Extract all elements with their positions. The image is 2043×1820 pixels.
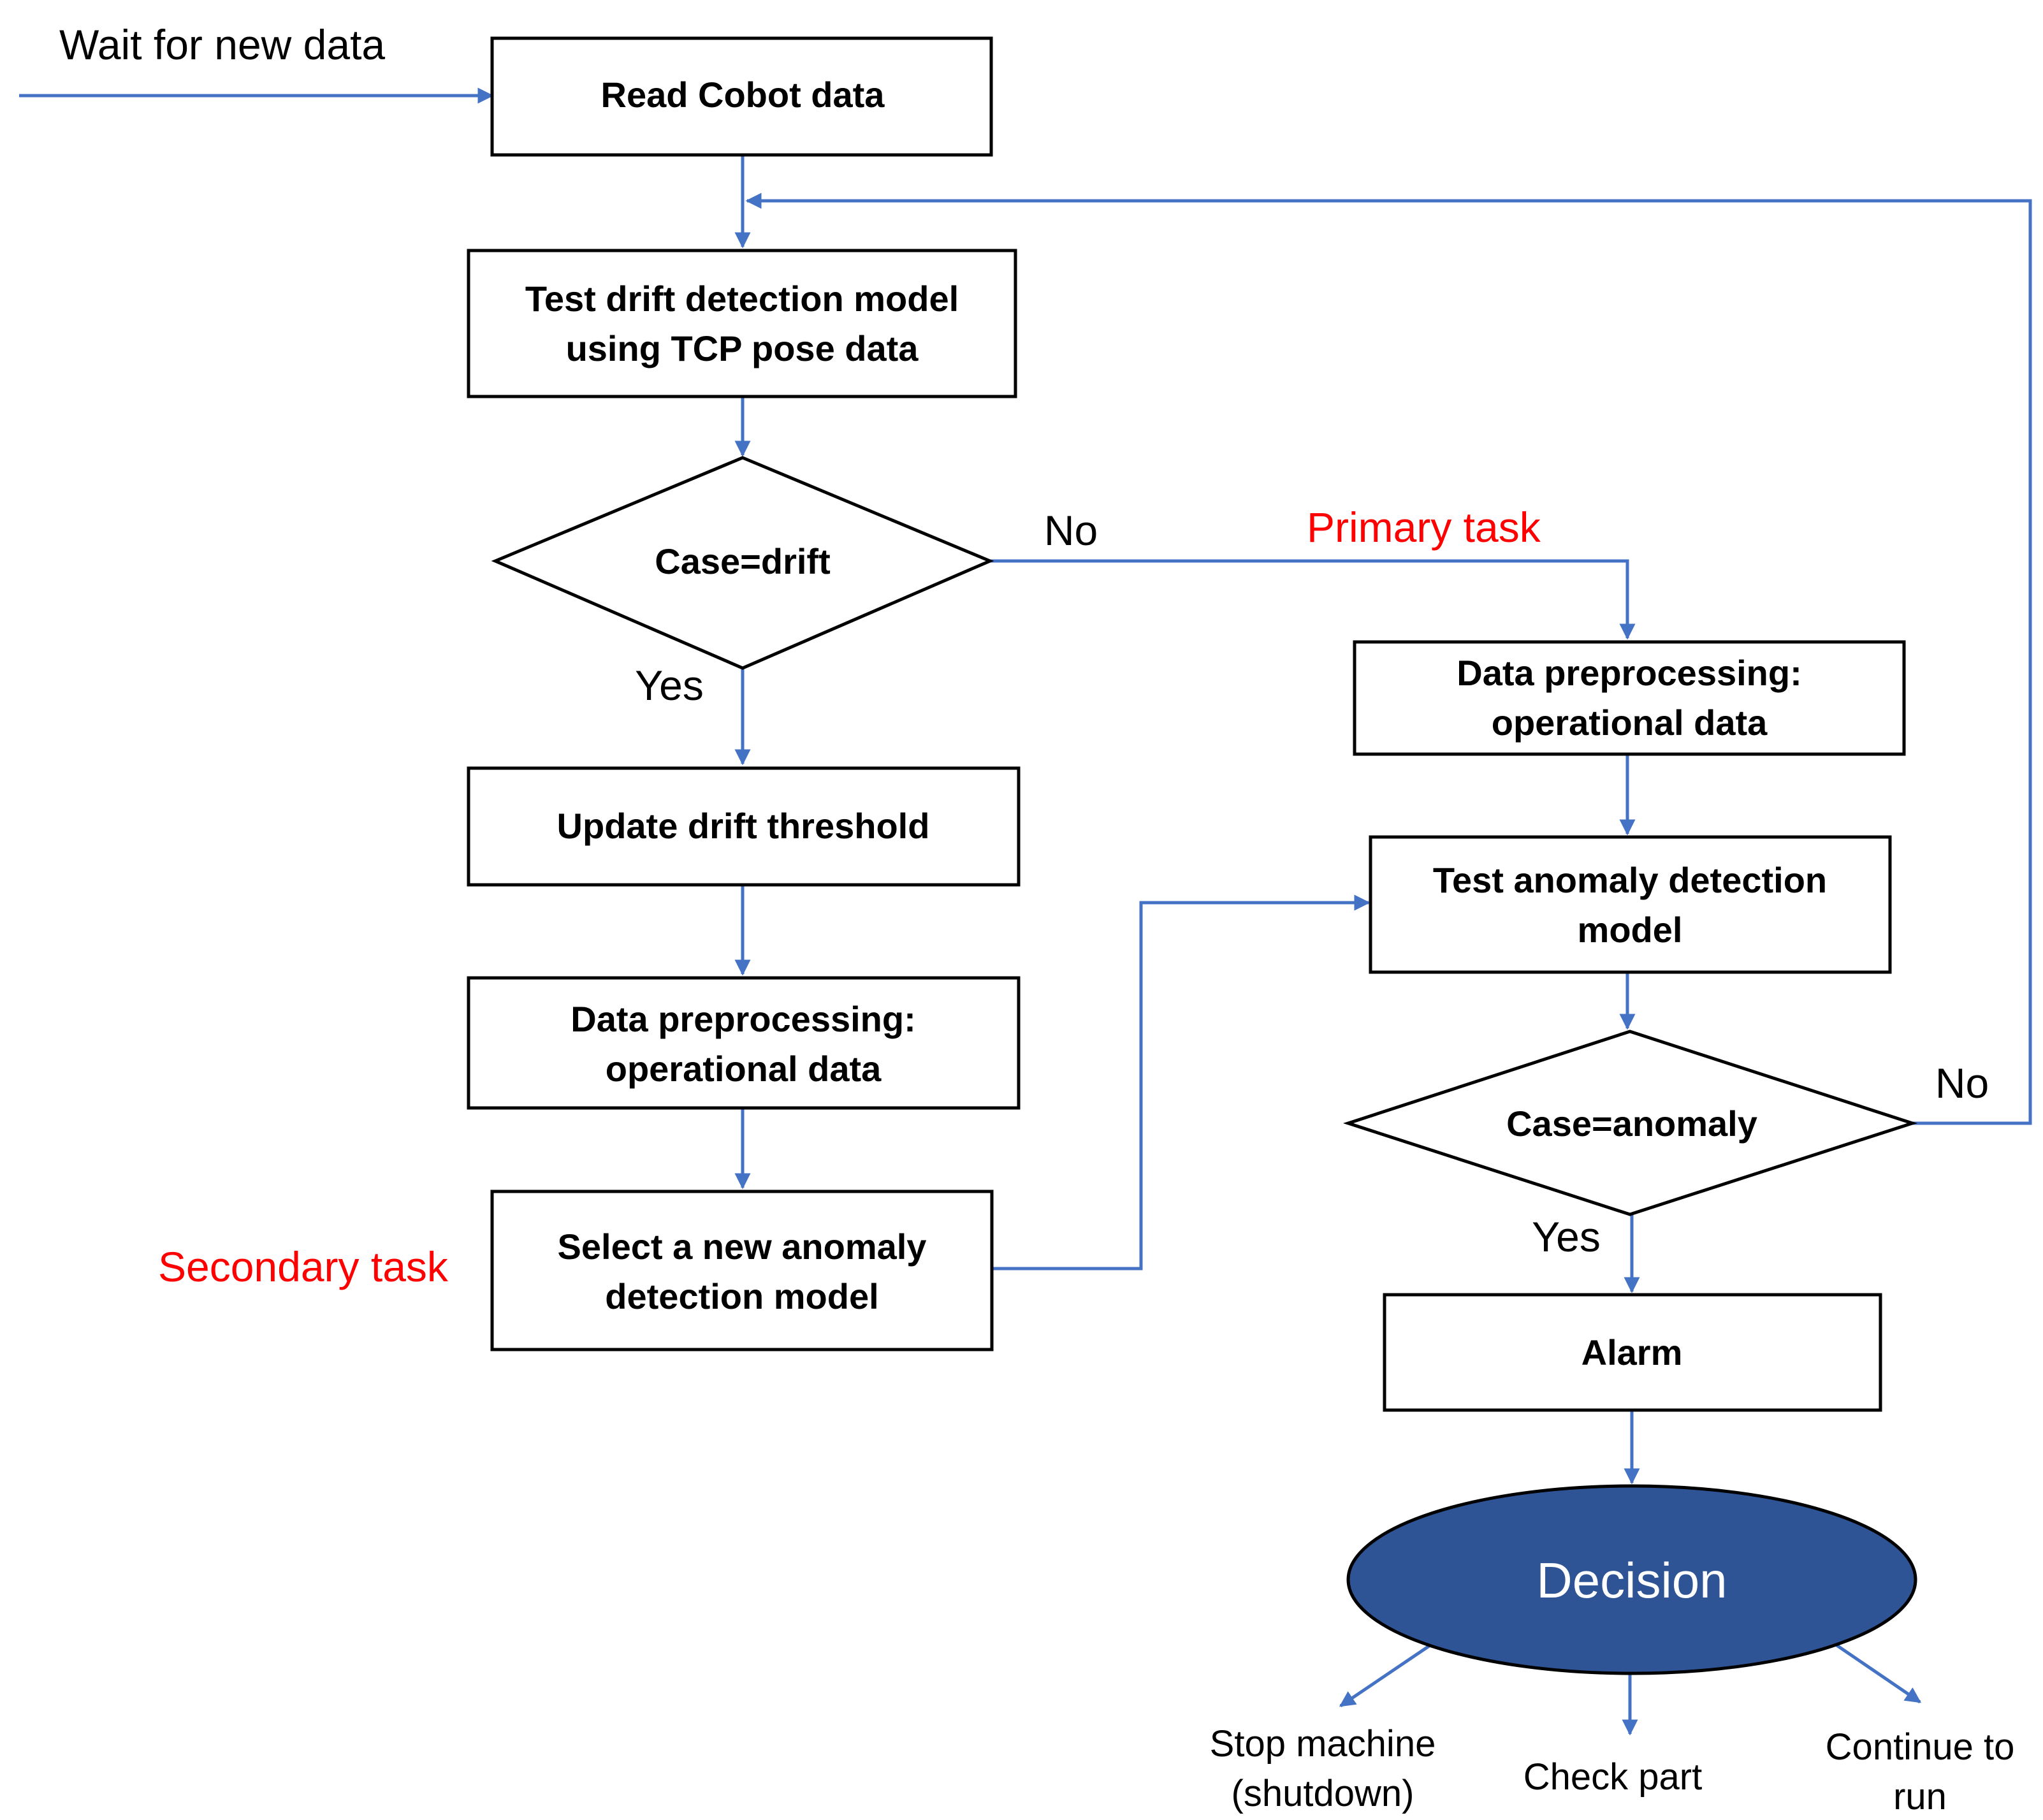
node-decision-label: Decision xyxy=(1536,1552,1727,1608)
node-update-drift-threshold-label: Update drift threshold xyxy=(557,806,930,846)
node-read-cobot-data-label: Read Cobot data xyxy=(601,75,885,115)
outcome-check-part: Check part xyxy=(1523,1756,1702,1798)
node-test-drift-line1: Test drift detection model xyxy=(525,279,959,319)
edge-decision-to-continue xyxy=(1835,1643,1922,1704)
node-preprocess-right-line2: operational data xyxy=(1492,703,1768,743)
anomaly-no-label: No xyxy=(1935,1059,1989,1107)
outcome-continue-line1: Continue to xyxy=(1826,1726,2015,1768)
entry-label: Wait for new data xyxy=(59,21,385,68)
node-case-drift-label: Case=drift xyxy=(655,541,830,581)
node-case-drift: Case=drift xyxy=(491,456,994,670)
node-case-anomaly: Case=anomaly xyxy=(1342,1030,1918,1216)
node-preprocess-right-line1: Data preprocessing: xyxy=(1457,653,1802,693)
node-preprocess-left-line1: Data preprocessing: xyxy=(571,999,916,1039)
node-select-new-model-line2: detection model xyxy=(605,1276,878,1316)
edge-decision-to-stop xyxy=(1339,1643,1432,1708)
node-test-anomaly-line1: Test anomaly detection xyxy=(1433,860,1827,900)
node-preprocess-left-line2: operational data xyxy=(606,1049,882,1089)
drift-no-label: No xyxy=(1044,507,1098,554)
secondary-task-label: Secondary task xyxy=(158,1243,449,1290)
node-update-drift-threshold: Update drift threshold xyxy=(467,766,1021,887)
outcome-stop-line1: Stop machine xyxy=(1210,1723,1436,1765)
node-decision: Decision xyxy=(1346,1484,1917,1675)
node-preprocess-left: Data preprocessing: operational data xyxy=(467,976,1021,1110)
node-test-anomaly-line2: model xyxy=(1578,910,1683,950)
node-select-new-model: Select a new anomaly detection model xyxy=(490,1190,994,1351)
edge-select-to-test-anomaly xyxy=(992,894,1370,1270)
edge-drift-no xyxy=(990,559,1636,640)
node-read-cobot-data: Read Cobot data xyxy=(490,36,993,157)
outcome-stop-line2: (shutdown) xyxy=(1232,1773,1414,1814)
primary-task-label: Primary task xyxy=(1307,504,1541,551)
node-test-drift-model: Test drift detection model using TCP pos… xyxy=(467,249,1017,398)
outcome-continue-line2: run xyxy=(1893,1776,1947,1817)
anomaly-yes-label: Yes xyxy=(1532,1213,1601,1260)
node-test-drift-line2: using TCP pose data xyxy=(566,328,919,368)
edge-anomaly-no-loop xyxy=(745,193,2032,1125)
node-alarm-label: Alarm xyxy=(1581,1332,1683,1372)
node-test-anomaly-model: Test anomaly detection model xyxy=(1369,835,1892,974)
node-select-new-model-line1: Select a new anomaly xyxy=(558,1227,927,1267)
node-alarm: Alarm xyxy=(1383,1293,1882,1412)
node-preprocess-right: Data preprocessing: operational data xyxy=(1353,640,1906,756)
node-case-anomaly-label: Case=anomaly xyxy=(1506,1103,1757,1144)
decision-ellipse xyxy=(1346,1484,1917,1675)
drift-yes-label: Yes xyxy=(635,662,704,709)
